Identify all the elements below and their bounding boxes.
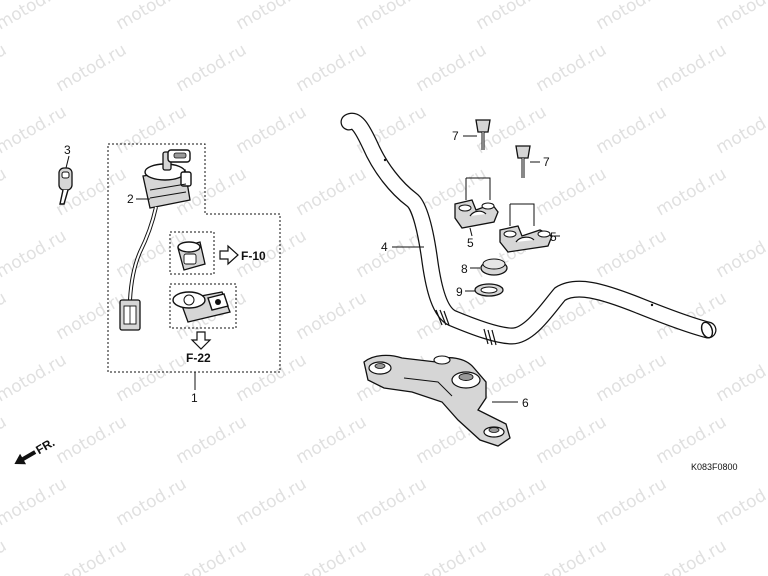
watermark-text: motod.ru (593, 0, 671, 34)
watermark-text: motod.ru (0, 226, 70, 282)
watermark-text: motod.ru (293, 40, 371, 96)
watermark-text: motod.ru (293, 288, 371, 344)
bolt-left (475, 119, 491, 150)
watermark-text: motod.ru (173, 412, 251, 468)
watermark-text: motod.ru (653, 164, 731, 220)
watermark-text: motod.ru (0, 474, 70, 530)
watermark-text: motod.ru (413, 40, 491, 96)
watermark-text: motod.ru (713, 474, 768, 530)
arrow-f10 (219, 244, 239, 266)
watermark-text: motod.ru (113, 474, 191, 530)
watermark-text: motod.ru (293, 536, 371, 576)
watermark-text: motod.ru (593, 350, 671, 406)
watermark-text: motod.ru (0, 102, 70, 158)
watermark-text: motod.ru (533, 164, 611, 220)
watermark-text: motod.ru (713, 0, 768, 34)
watermark-text: motod.ru (0, 350, 70, 406)
holder-cap-left (454, 177, 499, 229)
watermark-text: motod.ru (353, 0, 431, 34)
callout-8: 8 (461, 262, 468, 276)
arrow-f22 (190, 331, 212, 350)
callout-7b: 7 (543, 155, 550, 169)
watermark-text: motod.ru (473, 0, 551, 34)
watermark-text: motod.ru (113, 0, 191, 34)
watermark-text: motod.ru (0, 412, 10, 468)
watermark-text: motod.ru (713, 350, 768, 406)
callout-9: 9 (456, 285, 463, 299)
watermark-text: motod.ru (653, 40, 731, 96)
watermark-text: motod.ru (233, 102, 311, 158)
watermark-text: motod.ru (533, 412, 611, 468)
ignition-key (58, 167, 73, 205)
watermark-text: motod.ru (233, 0, 311, 34)
watermark-text: motod.ru (353, 474, 431, 530)
watermark-text: motod.ru (233, 474, 311, 530)
watermark-text: motod.ru (533, 536, 611, 576)
watermark-text: motod.ru (593, 102, 671, 158)
callout-4: 4 (381, 240, 388, 254)
watermark-text: motod.ru (53, 40, 131, 96)
handlebar-knurl (435, 309, 497, 346)
ignition-switch-body (142, 149, 192, 209)
watermark-text: motod.ru (53, 288, 131, 344)
watermark-text: motod.ru (0, 0, 70, 34)
watermark-text: motod.ru (0, 536, 10, 576)
fuel-lock-detail-box (169, 283, 237, 329)
watermark-text: motod.ru (293, 164, 371, 220)
seat-lock-part (177, 241, 206, 271)
handlebar: 4 (340, 112, 717, 346)
watermark-text: motod.ru (713, 226, 768, 282)
watermark-text: motod.ru (233, 350, 311, 406)
callout-1: 1 (191, 391, 198, 405)
nut (480, 258, 508, 276)
washer (474, 283, 504, 297)
callout-2: 2 (127, 192, 134, 206)
watermark-text: motod.ru (713, 102, 768, 158)
watermark-text: motod.ru (0, 288, 10, 344)
bolt-right (515, 145, 531, 178)
watermark-text: motod.ru (113, 350, 191, 406)
watermark-text: motod.ru (0, 40, 10, 96)
drawing-code: K083F0800 (691, 462, 738, 472)
watermark-text: motod.ru (593, 226, 671, 282)
harness-connector (119, 299, 141, 331)
callout-5a: 5 (467, 236, 474, 250)
watermark-text: motod.ru (653, 536, 731, 576)
ref-f10: F-10 (241, 249, 266, 263)
callout-7a: 7 (452, 129, 459, 143)
callout-5b: 5 (550, 230, 557, 244)
fuel-lid-lock-part (172, 291, 231, 323)
watermark-text: motod.ru (533, 40, 611, 96)
callout-3: 3 (64, 143, 71, 157)
watermark-text: motod.ru (0, 164, 10, 220)
watermark-text: motod.ru (473, 474, 551, 530)
watermark-text: motod.ru (173, 40, 251, 96)
ref-f22: F-22 (186, 351, 211, 365)
watermark-text: motod.ru (173, 536, 251, 576)
watermark-text: motod.ru (413, 536, 491, 576)
watermark-text: motod.ru (653, 412, 731, 468)
ignition-switch-group: F-10 F-22 3 2 1 (58, 143, 281, 405)
seat-lock-detail-box (169, 231, 215, 275)
front-direction-marker: FR. (14, 435, 57, 465)
handlebar-lower-holder (363, 354, 511, 447)
watermark-text: motod.ru (53, 536, 131, 576)
group-outline-box (107, 143, 281, 373)
watermark-text: motod.ru (53, 412, 131, 468)
callout-6: 6 (522, 396, 529, 410)
watermark-text: motod.ru (593, 474, 671, 530)
watermark-text: motod.ru (293, 412, 371, 468)
